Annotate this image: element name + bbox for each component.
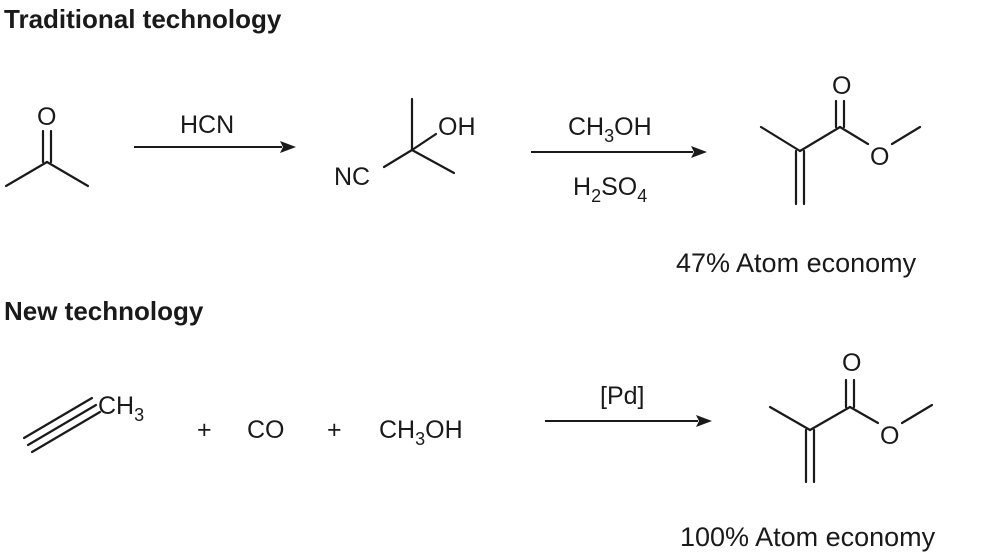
carbon-monoxide-label: CO — [247, 416, 285, 444]
mma1-carbonyl-oxygen: O — [832, 72, 851, 100]
mma-structure-1: O O — [759, 72, 922, 206]
plus-sign-2: + — [327, 416, 342, 444]
reaction-arrow-2 — [531, 146, 707, 158]
methanol-label: CH3OH — [379, 416, 463, 449]
reaction-arrow-3 — [545, 415, 712, 427]
catalyst-pd: [Pd] — [600, 382, 644, 410]
traditional-heading: Traditional technology — [4, 4, 282, 34]
acetone-structure: O — [4, 103, 90, 188]
reaction-arrow-1 — [134, 141, 296, 153]
cyanohydrin-structure: OH NC — [334, 97, 476, 191]
plus-sign-1: + — [197, 416, 212, 444]
new-tech-atom-economy: 100% Atom economy — [680, 522, 936, 552]
mma2-ester-oxygen: O — [880, 422, 899, 450]
traditional-atom-economy: 47% Atom economy — [676, 248, 917, 278]
new-tech-heading: New technology — [4, 296, 204, 326]
cyanohydrin-nc-label: NC — [334, 163, 370, 191]
mma-structure-2: O O — [768, 349, 934, 484]
mma1-ester-oxygen: O — [870, 143, 889, 171]
cyanohydrin-oh-label: OH — [438, 113, 476, 141]
reagent-hcn: HCN — [180, 111, 234, 139]
acetone-oxygen-label: O — [37, 103, 56, 131]
propyne-structure: CH3 — [22, 392, 144, 454]
propyne-ch3-label: CH3 — [98, 392, 144, 425]
mma2-carbonyl-oxygen: O — [842, 349, 861, 377]
reagent-sulfuric-acid: H2SO4 — [573, 173, 647, 206]
reagent-methanol-top: CH3OH — [568, 113, 652, 146]
